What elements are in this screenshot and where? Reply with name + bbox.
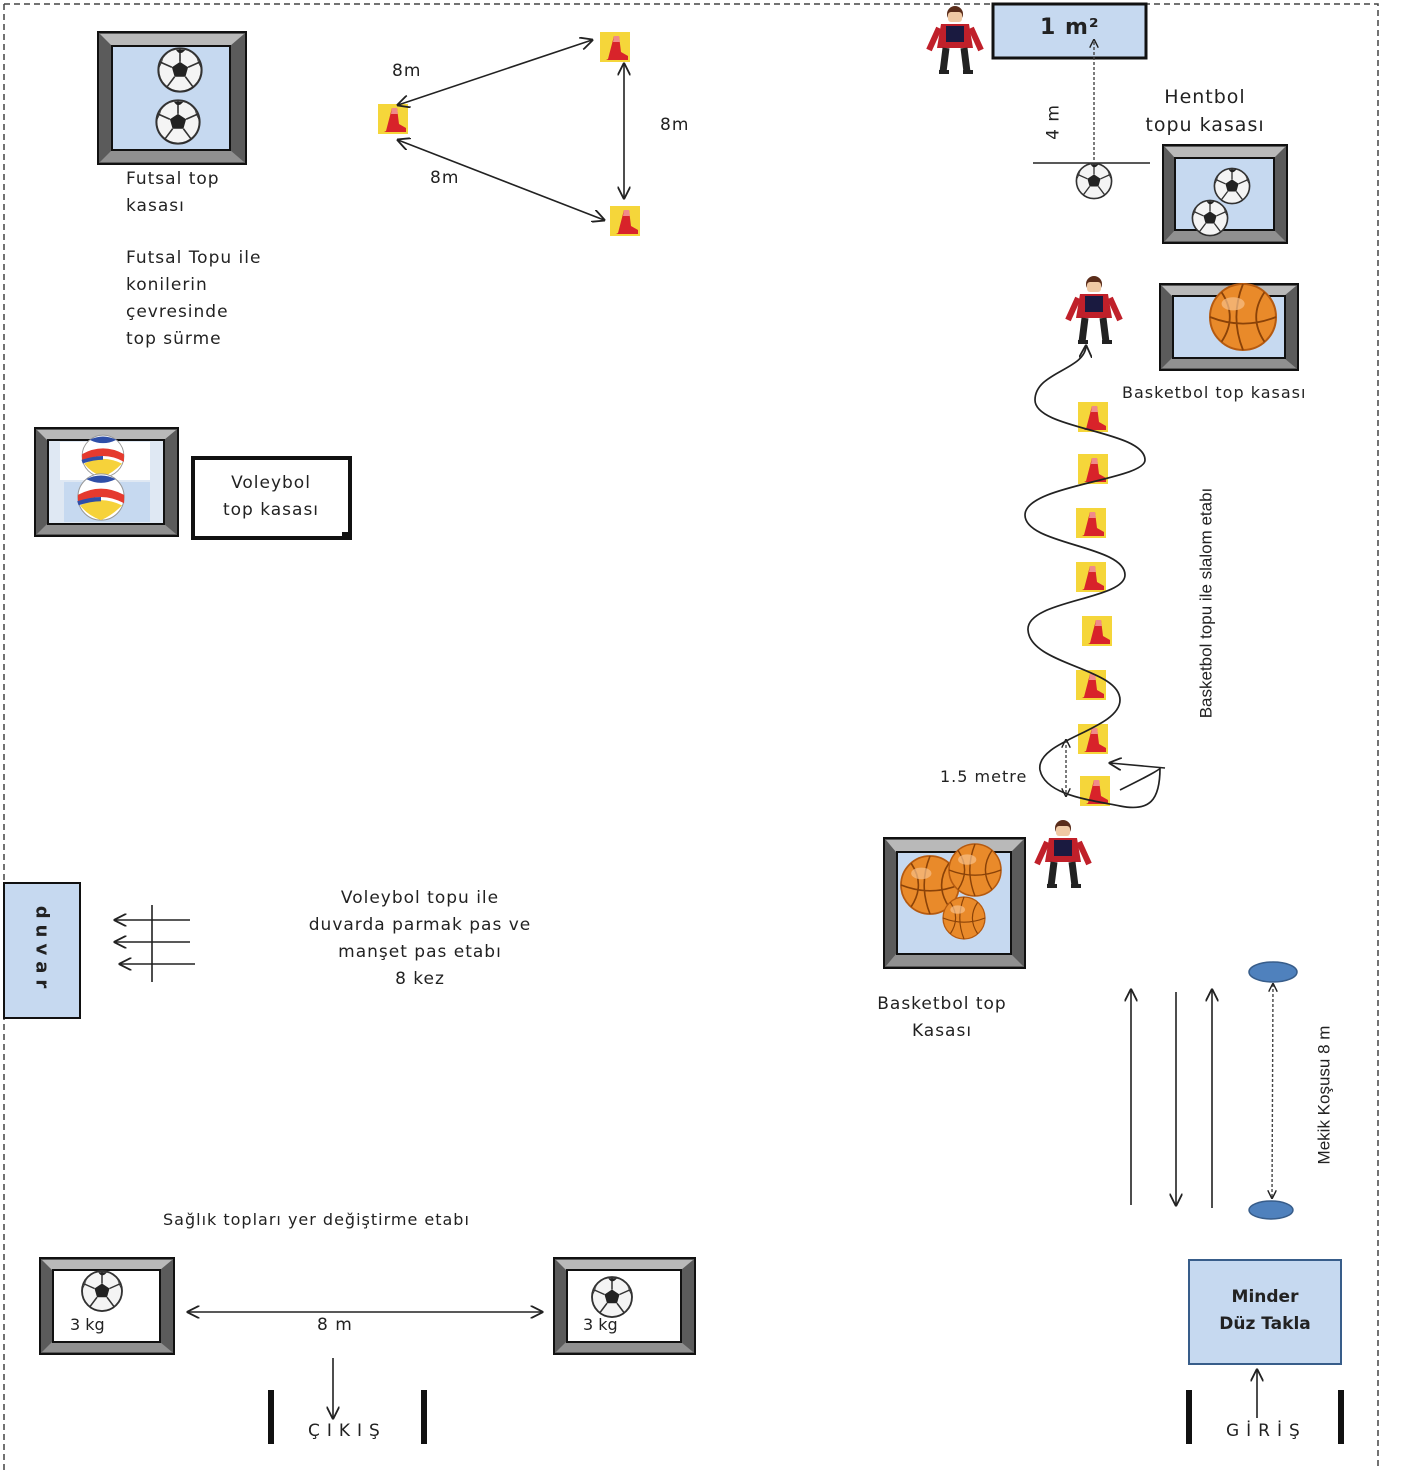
entry-label: GİRİŞ — [1226, 1421, 1307, 1441]
shuttle-marker — [1248, 961, 1298, 983]
distance-arrow — [398, 140, 604, 220]
mat-label: Minder Düz Takla — [1219, 1287, 1311, 1334]
futsal-ball-box — [97, 31, 247, 165]
basketball-box-bottom-label: Basketbol top Kasası — [877, 994, 1007, 1041]
exit-label: ÇIKIŞ — [308, 1421, 387, 1441]
cone-triangle — [378, 32, 640, 236]
volleyball-station-label: Voleybol topu ile duvarda parmak pas ve … — [308, 888, 532, 989]
volleyball-box — [34, 427, 179, 537]
basketball-box-top — [1159, 283, 1299, 371]
medicine-ball-box-right — [553, 1257, 696, 1355]
cone-icon — [610, 206, 640, 236]
distance-arrow — [398, 40, 592, 105]
slalom-label: Basketbol topu ile slalom etabı — [1196, 487, 1216, 719]
shuttle-marker — [1248, 1200, 1294, 1220]
futsal-station-label: Futsal Topu ile konilerin çevresinde top… — [126, 248, 262, 349]
shuttle-run-arrows — [1131, 990, 1212, 1208]
handball-box — [1162, 144, 1288, 244]
entry-post — [1186, 1390, 1192, 1444]
medicine-ball-box-left — [39, 1257, 175, 1355]
target-square — [991, 2, 1148, 60]
futsal-box-label: Futsal top kasası — [126, 169, 220, 216]
entry-post — [1338, 1390, 1344, 1444]
cone-gap-label: 1.5 metre — [940, 767, 1028, 786]
target-label: 1 m² — [1040, 15, 1100, 40]
basketball-box-bottom — [883, 837, 1026, 969]
cone-icon — [378, 104, 408, 134]
slalom-cones — [1076, 402, 1112, 806]
handball-box-label: Hentbol topu kasası — [1145, 86, 1265, 136]
weight-label: 3 kg — [70, 1315, 105, 1334]
basketball-box-top-label: Basketbol top kasası — [1122, 383, 1307, 402]
distance-label: 8m — [392, 61, 422, 81]
volleyball-box-label: Voleybol top kasası — [222, 473, 320, 520]
health-distance-label: 8 m — [317, 1315, 353, 1335]
cone-icon — [600, 32, 630, 62]
wall-label: duvar — [31, 905, 53, 995]
player-icon — [1037, 820, 1089, 886]
player-icon — [1068, 276, 1120, 342]
distance-label: 8m — [660, 115, 690, 135]
mat — [1188, 1259, 1342, 1365]
player-icon — [929, 6, 981, 72]
exit-post — [268, 1390, 274, 1444]
wall-block — [3, 882, 81, 1019]
handball-distance-label: 4 m — [1043, 104, 1064, 140]
wall-pass-arrows — [115, 905, 195, 982]
health-station-label: Sağlık topları yer değiştirme etabı — [163, 1210, 470, 1229]
weight-label: 3 kg — [583, 1315, 618, 1334]
shuttle-distance-arrow — [1272, 984, 1273, 1198]
field-boundary — [3, 3, 1379, 1470]
exit-post — [421, 1390, 427, 1444]
handball-icon — [1075, 162, 1113, 200]
shuttle-run-label: Mekik Koşusu 8 m — [1314, 1025, 1334, 1165]
slalom-path — [1024, 346, 1161, 809]
distance-label: 8m — [430, 168, 460, 188]
volleyball-box-label-frame — [191, 456, 352, 540]
